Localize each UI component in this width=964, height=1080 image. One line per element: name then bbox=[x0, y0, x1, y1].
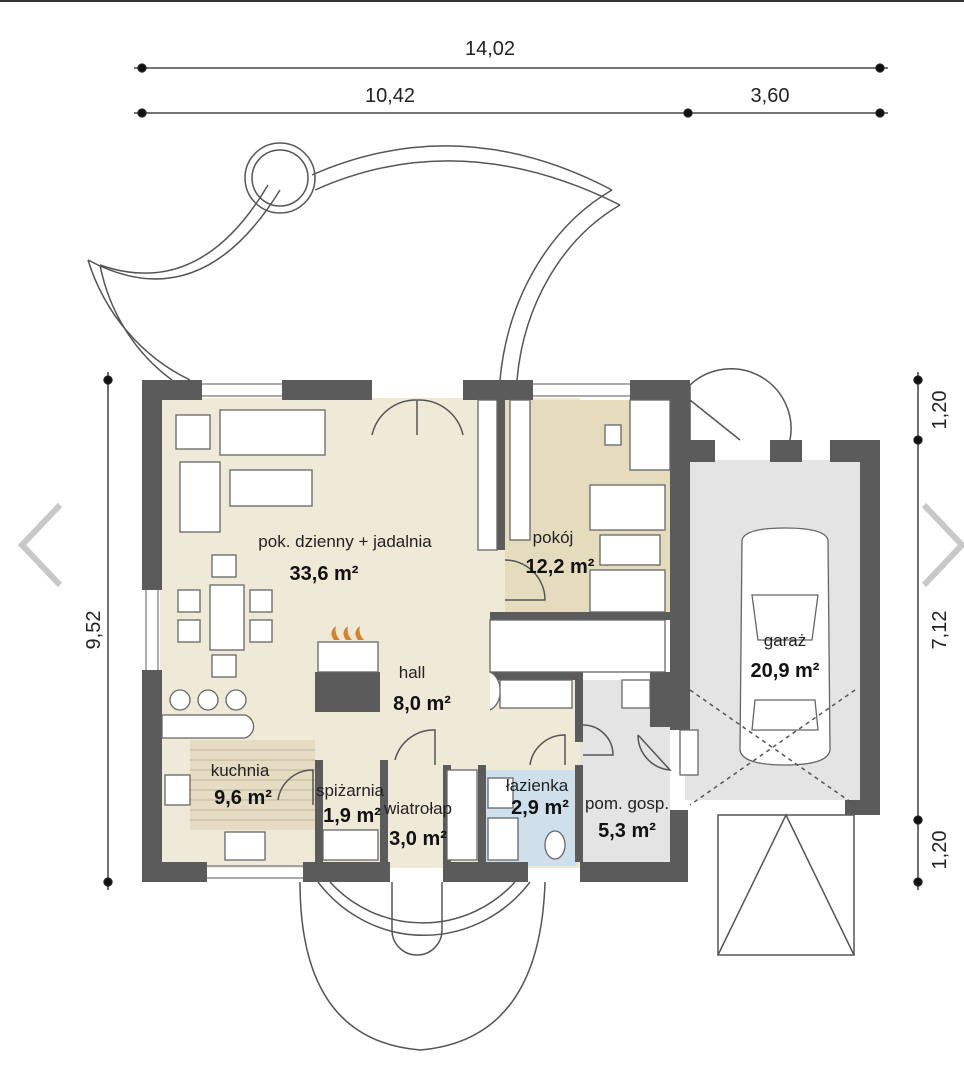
dim-rear-offset: 1,20 bbox=[929, 831, 951, 870]
room-name: pok. dzienny + jadalnia bbox=[258, 532, 432, 551]
room-name: pokój bbox=[533, 528, 574, 547]
room-name: garaż bbox=[764, 631, 807, 650]
room-name: pom. gosp. bbox=[585, 794, 669, 813]
dim-front-offset: 1,20 bbox=[929, 391, 951, 430]
room-name: kuchnia bbox=[211, 761, 270, 780]
dimension-lines bbox=[103, 63, 923, 890]
room-spizarnia: spiżarnia 1,9 m² bbox=[316, 781, 385, 827]
previous-image-button[interactable] bbox=[14, 500, 64, 590]
kitchen-deck bbox=[190, 740, 315, 830]
room-name: łazienka bbox=[506, 776, 569, 795]
chevron-right-icon bbox=[921, 502, 964, 588]
room-area: 12,2 m² bbox=[526, 556, 595, 578]
room-pom-gosp: pom. gosp. 5,3 m² bbox=[585, 794, 669, 842]
room-area: 9,6 m² bbox=[214, 787, 272, 809]
room-area: 33,6 m² bbox=[290, 563, 359, 585]
top-border bbox=[0, 0, 964, 2]
terrace-top bbox=[87, 142, 621, 381]
windows bbox=[145, 383, 630, 879]
room-hall: hall 8,0 m² bbox=[393, 663, 451, 715]
furniture bbox=[161, 399, 699, 861]
car-icon bbox=[739, 527, 831, 766]
dim-garage-width: 3,60 bbox=[751, 85, 790, 107]
room-name: hall bbox=[399, 663, 425, 682]
room-area: 20,9 m² bbox=[751, 660, 820, 682]
room-garaz: garaż 20,9 m² bbox=[751, 631, 820, 682]
room-area: 5,3 m² bbox=[598, 820, 656, 842]
fireplace-flame-icon bbox=[331, 626, 364, 640]
room-wiatrolap: wiatrołap 3,0 m² bbox=[383, 799, 452, 850]
dim-garage-depth: 7,12 bbox=[929, 611, 951, 650]
doors bbox=[277, 399, 672, 805]
terrace-bottom bbox=[299, 881, 546, 1051]
room-pok-dzienny: pok. dzienny + jadalnia 33,6 m² bbox=[258, 532, 432, 585]
room-name: spiżarnia bbox=[316, 781, 385, 800]
driveway bbox=[689, 368, 855, 956]
room-area: 2,9 m² bbox=[511, 797, 569, 819]
next-image-button[interactable] bbox=[920, 500, 964, 590]
dim-total-width: 14,02 bbox=[465, 38, 515, 60]
room-area: 1,9 m² bbox=[323, 805, 381, 827]
room-name: wiatrołap bbox=[383, 799, 452, 818]
room-area: 8,0 m² bbox=[393, 693, 451, 715]
chevron-left-icon bbox=[17, 502, 63, 588]
dim-house-width: 10,42 bbox=[365, 85, 415, 107]
room-kuchnia: kuchnia 9,6 m² bbox=[211, 761, 273, 809]
walls bbox=[142, 380, 880, 882]
room-pokoj: pokój 12,2 m² bbox=[526, 528, 595, 578]
room-area: 3,0 m² bbox=[389, 828, 447, 850]
dim-total-depth: 9,52 bbox=[83, 611, 105, 650]
room-lazienka: łazienka 2,9 m² bbox=[506, 776, 569, 819]
